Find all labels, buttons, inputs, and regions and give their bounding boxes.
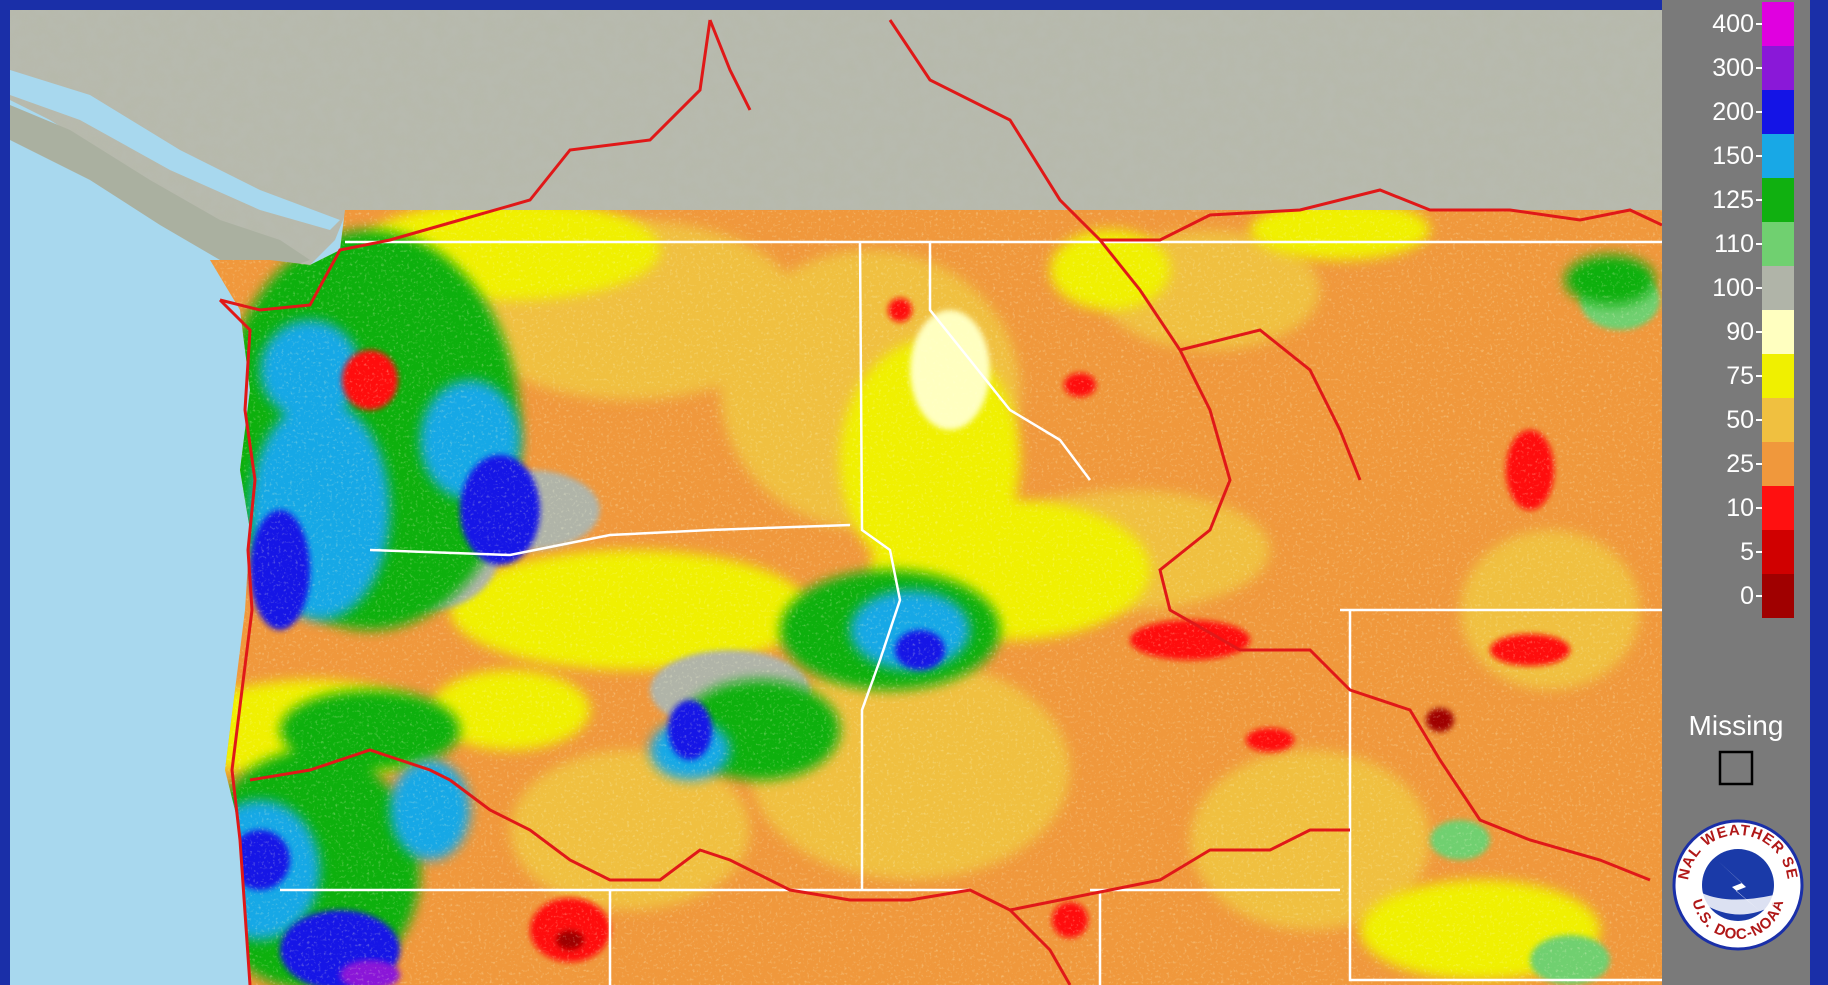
legend-swatch — [1762, 574, 1794, 618]
frame-edge — [1810, 0, 1828, 985]
legend-tick-label: 90 — [1726, 318, 1754, 346]
state-lines — [280, 240, 1662, 985]
legend-tick-label: 50 — [1726, 406, 1754, 434]
legend-tick-label: 110 — [1714, 230, 1754, 258]
legend-swatch — [1762, 398, 1794, 442]
basin-borders — [218, 19, 1662, 985]
legend-tick-label: 5 — [1740, 538, 1754, 566]
legend-swatch — [1762, 442, 1794, 486]
legend-swatch — [1762, 134, 1794, 178]
legend-swatch — [1762, 354, 1794, 398]
legend-tick-label: 125 — [1712, 186, 1754, 214]
legend-tick-label: 10 — [1726, 494, 1754, 522]
legend-tick-label: 75 — [1726, 362, 1754, 390]
legend-swatch — [1762, 46, 1794, 90]
legend-swatches — [1762, 2, 1794, 618]
legend-tick-label: 300 — [1712, 54, 1754, 82]
legend-tick-label: 200 — [1712, 98, 1754, 126]
missing-label: Missing — [1689, 710, 1784, 741]
legend-swatch — [1762, 486, 1794, 530]
legend-swatch — [1762, 310, 1794, 354]
precipitation-map — [10, 10, 1662, 985]
legend-swatch — [1762, 222, 1794, 266]
legend-swatch — [1762, 530, 1794, 574]
legend-swatch — [1762, 178, 1794, 222]
legend-tick-label: 100 — [1712, 274, 1754, 302]
legend-tick-label: 0 — [1740, 582, 1754, 610]
map-svg — [10, 10, 1662, 985]
nws-logo-icon: NATIONAL WEATHER SERVICE U.S. DOC-NOAA — [1672, 819, 1804, 951]
legend-swatch — [1762, 2, 1794, 46]
legend-tick-label: 25 — [1726, 450, 1754, 478]
missing-swatch — [1718, 750, 1754, 786]
legend-swatch — [1762, 266, 1794, 310]
legend-swatch — [1762, 90, 1794, 134]
legend-tick-label: 400 — [1712, 10, 1754, 38]
legend-tick-label: 150 — [1712, 142, 1754, 170]
strait-water — [10, 70, 340, 230]
vancouver-island — [10, 105, 310, 270]
